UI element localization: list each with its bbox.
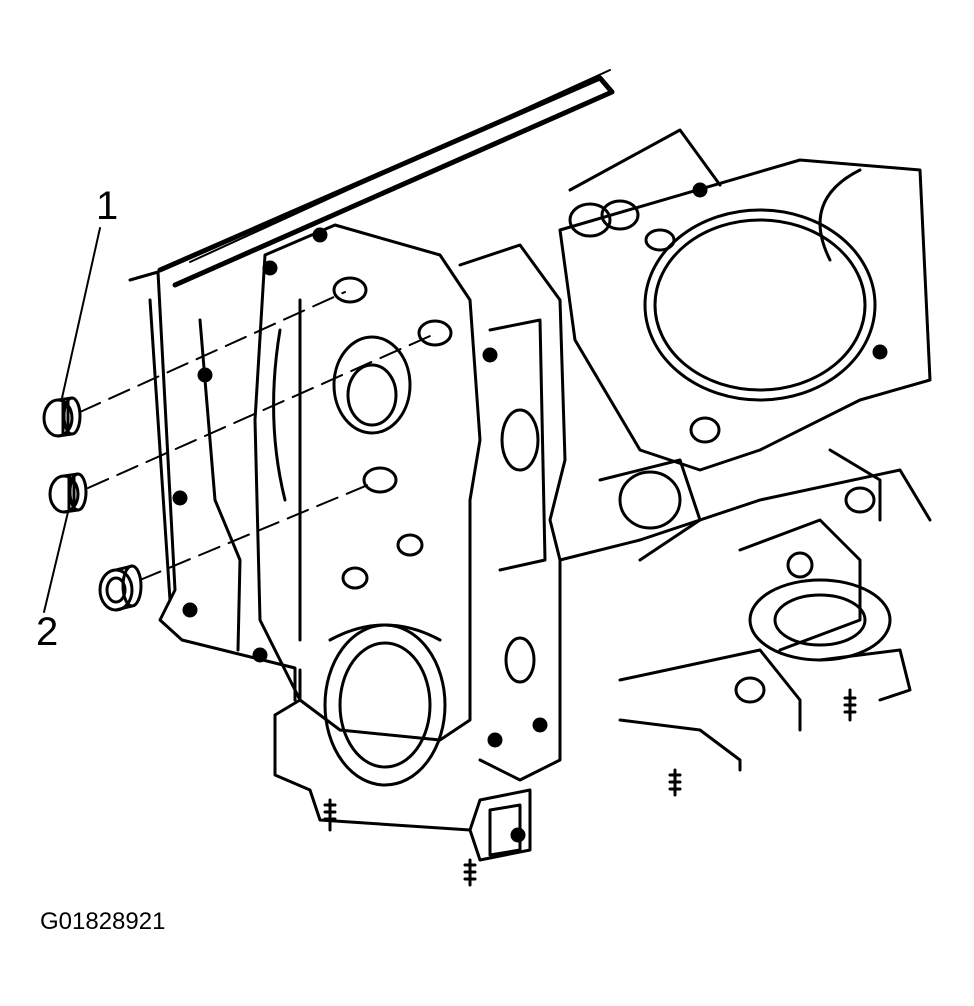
oil-filter-boss (748, 578, 892, 662)
callout-1: 1 (96, 184, 119, 228)
figure-id: G01828921 (40, 908, 166, 935)
leader-line-1 (61, 227, 101, 399)
stud (463, 858, 477, 887)
expansion-plug-upper (42, 396, 82, 438)
stud (843, 688, 857, 722)
callout-2: 2 (36, 610, 59, 654)
crank-bore (323, 623, 447, 787)
install-line (139, 481, 376, 581)
bolt-hole (332, 276, 368, 304)
stud (668, 768, 682, 797)
expansion-plug-middle (48, 472, 88, 514)
cup-plug-lower (98, 564, 143, 612)
bolt-hole (417, 319, 453, 347)
leader-line-2 (43, 511, 69, 613)
stud (323, 798, 337, 832)
cylinder-bore (643, 208, 877, 402)
install-line (79, 291, 346, 413)
block-top-edge (157, 75, 615, 288)
cylinder-deck (558, 158, 932, 472)
main-bearing-cap (273, 668, 532, 862)
bolt-hole (362, 466, 398, 494)
block-left-side (128, 270, 297, 702)
front-cover (253, 223, 482, 742)
